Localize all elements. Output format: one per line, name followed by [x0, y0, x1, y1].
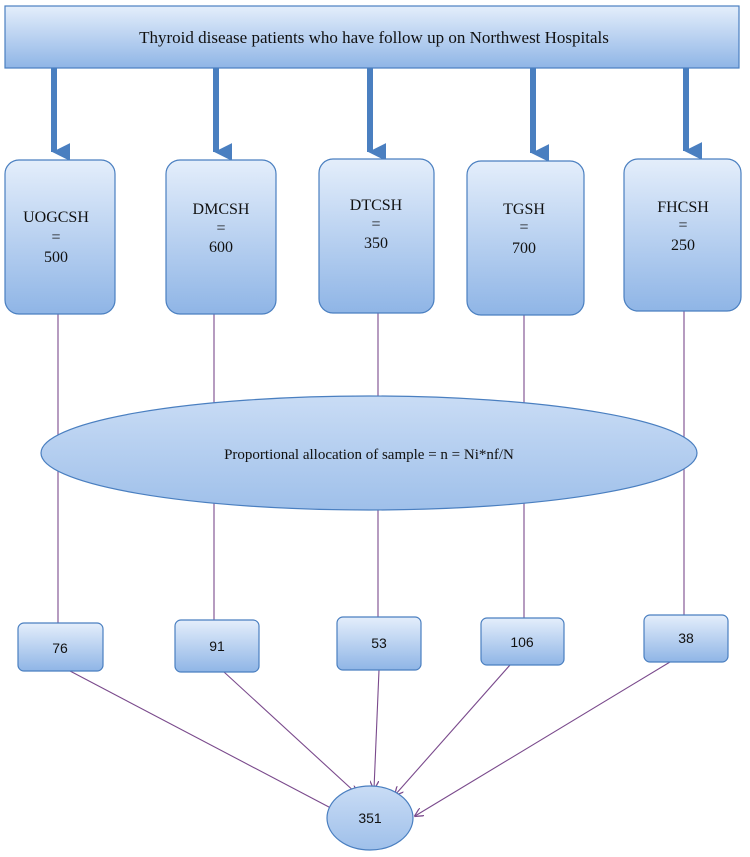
hospital-box-tgsh: TGSH = 700: [466, 160, 585, 316]
hospital-box-dmcsh: DMCSH = 600: [165, 159, 277, 315]
hospital-eq: =: [519, 219, 528, 236]
hospital-count: 700: [512, 240, 536, 257]
hospital-count: 350: [364, 235, 388, 252]
title-box: Thyroid disease patients who have follow…: [4, 5, 740, 69]
allocation-formula: Proportional allocation of sample = n = …: [224, 447, 514, 463]
sample-value: 91: [209, 638, 225, 654]
hospital-box-dtcsh: DTCSH = 350: [318, 158, 435, 314]
total-value: 351: [358, 810, 382, 826]
sample-box: 76: [17, 622, 104, 672]
converging-arrow: [223, 671, 357, 794]
converging-arrow: [395, 664, 511, 795]
hospital-box-fhcsh: FHCSH = 250: [623, 158, 742, 312]
hospital-box-uogcsh: UOGCSH = 500: [4, 159, 116, 315]
banner-arrows: [51, 68, 703, 162]
sample-box: 53: [336, 616, 422, 671]
hospital-name: TGSH: [503, 201, 545, 218]
converging-arrows: [69, 661, 671, 816]
sample-box: 38: [643, 614, 729, 663]
sample-box: 91: [174, 619, 260, 673]
hospital-name: UOGCSH: [23, 209, 89, 226]
converging-arrow: [415, 661, 671, 816]
total-ellipse: 351: [326, 785, 414, 851]
hospital-count: 250: [671, 237, 695, 254]
hospital-count: 600: [209, 239, 233, 256]
converging-arrow: [374, 669, 380, 789]
hospital-name: DTCSH: [350, 197, 403, 214]
converging-arrow: [69, 670, 346, 816]
sample-value: 53: [371, 635, 387, 651]
sample-value: 106: [510, 634, 534, 650]
sample-value: 76: [52, 640, 68, 656]
title-text: Thyroid disease patients who have follow…: [139, 28, 609, 47]
allocation-ellipse: Proportional allocation of sample = n = …: [40, 395, 698, 511]
hospital-name: DMCSH: [193, 201, 250, 218]
hospital-eq: =: [51, 229, 60, 246]
sample-box: 106: [480, 617, 565, 666]
hospital-eq: =: [678, 217, 687, 234]
sample-value: 38: [678, 630, 694, 646]
hospital-eq: =: [216, 220, 225, 237]
hospital-eq: =: [371, 216, 380, 233]
hospital-name: FHCSH: [657, 199, 709, 216]
hospital-count: 500: [44, 249, 68, 266]
